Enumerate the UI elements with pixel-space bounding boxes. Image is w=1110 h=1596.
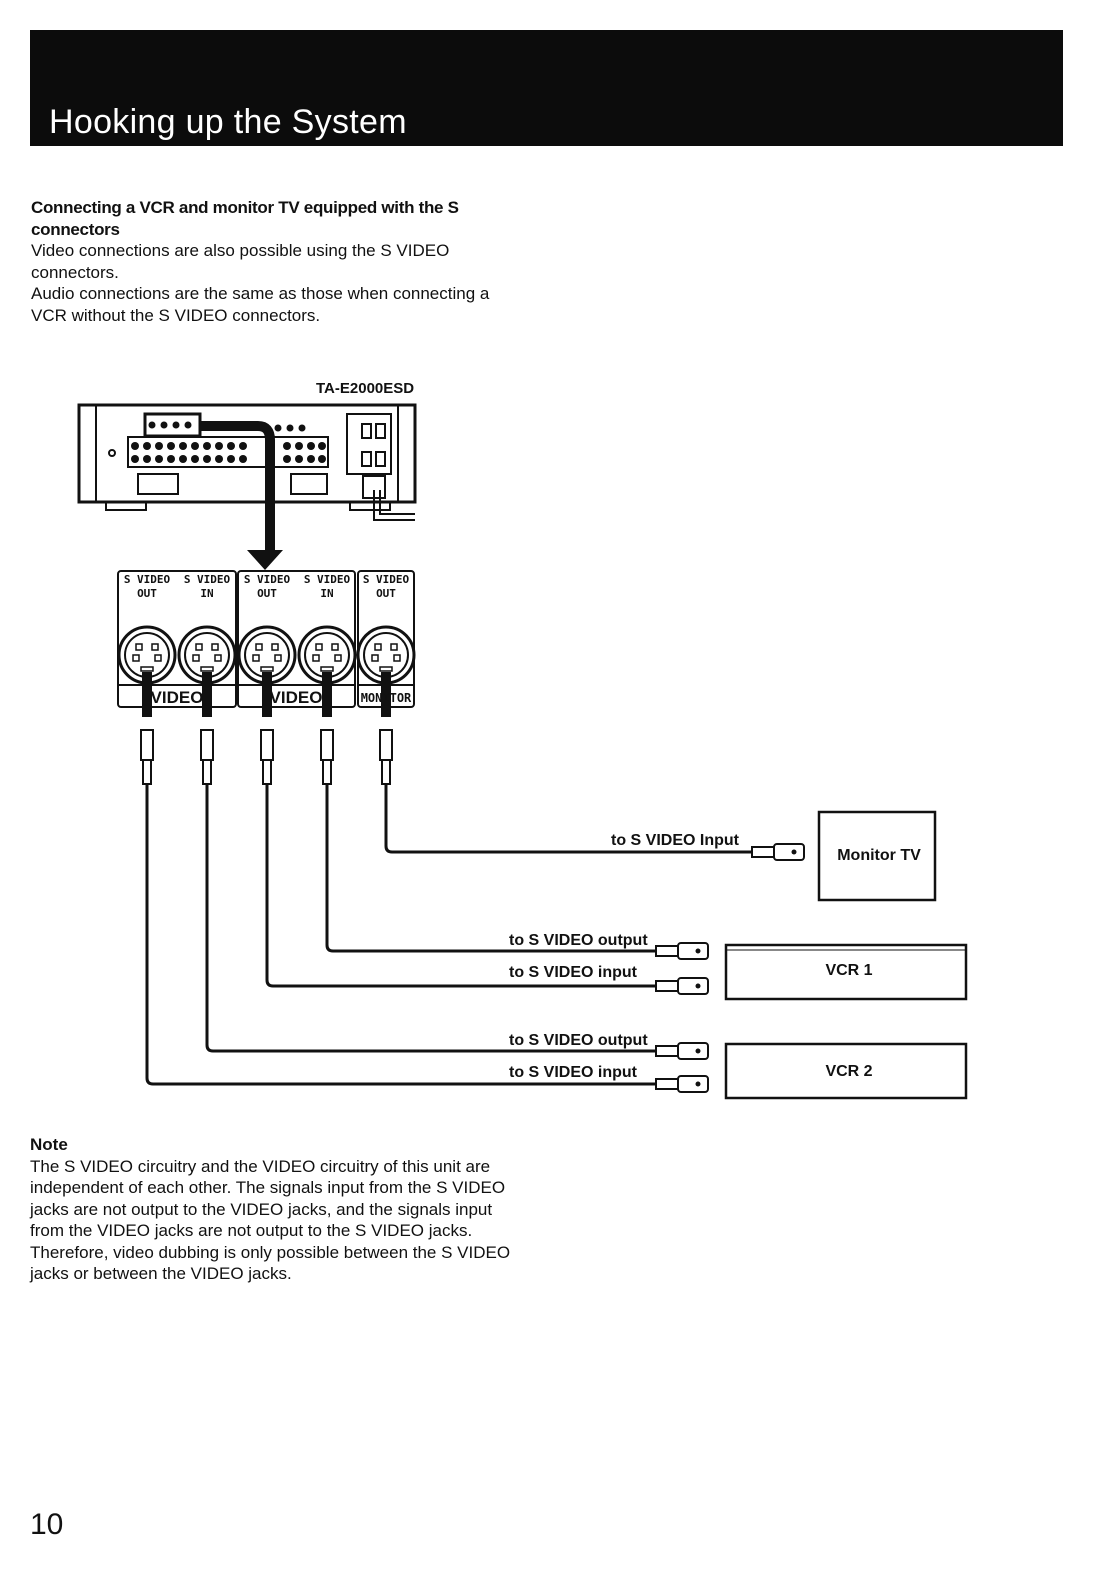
intro-paragraph: Video connections are also possible usin…	[31, 241, 450, 282]
note-heading: Note	[30, 1135, 68, 1154]
cable-label: to S VIDEO output	[509, 932, 648, 949]
vcr1-label: VCR 1	[825, 962, 872, 979]
cable-label: to S VIDEO input	[509, 1064, 638, 1081]
cable-label: to S VIDEO output	[509, 1032, 648, 1049]
jack-label: OUT	[376, 587, 396, 600]
intro-heading: Connecting a VCR and monitor TV equipped…	[31, 198, 459, 239]
jack-label: S VIDEO	[244, 573, 291, 586]
note-text: The S VIDEO circuitry and the VIDEO circ…	[30, 1156, 511, 1284]
monitor-tv-box: Monitor TV	[817, 810, 937, 902]
note-section: Note The S VIDEO circuitry and the VIDEO…	[30, 1134, 520, 1285]
vcr2-box: VCR 2	[724, 1042, 968, 1100]
cable-label: to S VIDEO input	[509, 964, 638, 981]
vcr1-box: VCR 1	[724, 943, 968, 1001]
jack-label: OUT	[137, 587, 157, 600]
s-video-cable: to S VIDEO output	[200, 729, 709, 1060]
jack-label: S VIDEO	[184, 573, 231, 586]
jack-label: IN	[200, 587, 213, 600]
section-header: Hooking up the System	[30, 30, 1063, 146]
cable-label: to S VIDEO Input	[611, 832, 740, 849]
s-video-cable: to S VIDEO Input	[379, 729, 805, 861]
amplifier-rear-panel	[77, 403, 417, 521]
model-label: TA-E2000ESD	[316, 380, 414, 397]
s-video-cable: to S VIDEO input	[260, 729, 709, 995]
s-video-cable: to S VIDEO output	[320, 729, 709, 960]
arrow-icon	[200, 421, 283, 570]
group-label-monitor: MONITOR	[361, 691, 412, 705]
vcr2-label: VCR 2	[825, 1063, 872, 1080]
jack-label: IN	[320, 587, 333, 600]
monitor-tv-label: Monitor TV	[837, 847, 921, 864]
s-video-cable: to S VIDEO input	[140, 729, 709, 1093]
page-title: Hooking up the System	[49, 103, 407, 141]
jack-label: S VIDEO	[363, 573, 410, 586]
jack-label: S VIDEO	[124, 573, 171, 586]
group-label-video: VIDEO	[270, 688, 323, 707]
intro-section: Connecting a VCR and monitor TV equipped…	[31, 197, 511, 326]
group-label-video: VIDEO	[151, 688, 204, 707]
jack-label: S VIDEO	[304, 573, 351, 586]
intro-paragraph: Audio connections are the same as those …	[31, 284, 490, 325]
page-number: 10	[30, 1508, 64, 1541]
jack-label: OUT	[257, 587, 277, 600]
